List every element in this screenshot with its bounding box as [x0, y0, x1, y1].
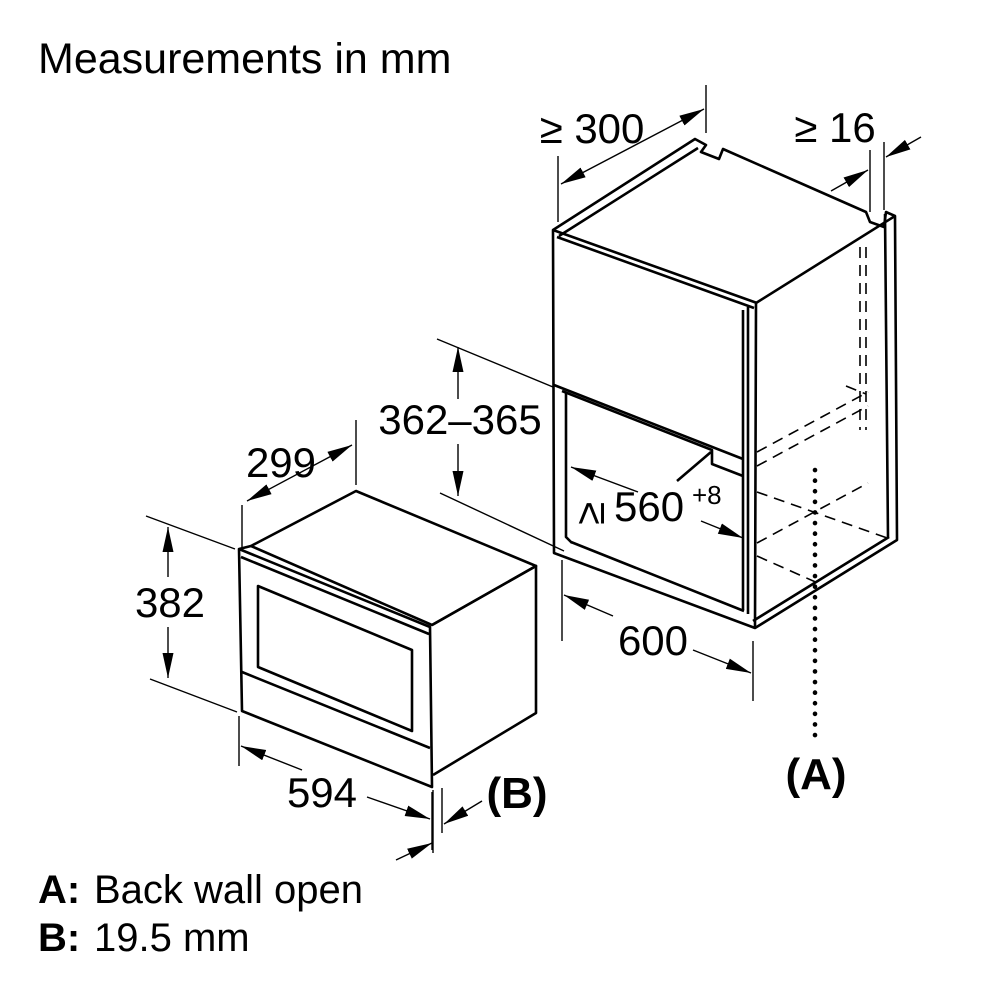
dim-label-appliance-height: 382	[135, 579, 205, 626]
dim-label-appliance-depth: 299	[246, 439, 316, 486]
dim-299-line	[246, 444, 353, 502]
niche-left-wall-and-floor	[564, 393, 890, 623]
dim-16-line-left	[830, 169, 869, 192]
appliance-body-top-face	[249, 489, 538, 627]
cabinet-front-panel-edge	[553, 383, 744, 461]
extension-lines	[145, 85, 885, 853]
dim-label-niche-width-tolerance: +8	[692, 480, 722, 510]
dim-label-niche-width: 560	[614, 483, 684, 530]
hidden-back-edges	[756, 247, 891, 585]
ref-label-a: (A)	[785, 750, 846, 799]
appliance-door-window	[256, 584, 414, 733]
dim-label-appliance-width: 594	[287, 769, 357, 816]
dim-600-line-right	[692, 649, 752, 674]
dim-594-line-left	[240, 745, 303, 771]
dim-600-line-left	[563, 594, 614, 617]
cabinet-drawing	[551, 137, 899, 740]
cabinet-front-right-edges	[741, 302, 758, 629]
legend-b-key: B:	[38, 916, 80, 960]
cabinet-top-face-edges	[552, 146, 896, 539]
appliance-front-frame	[237, 544, 434, 789]
dim-16-line-right	[885, 136, 922, 158]
legend-a-text: Back wall open	[94, 868, 363, 912]
ref-label-b: (B)	[486, 769, 547, 818]
legend-b-text: 19.5 mm	[94, 916, 250, 960]
dim-560-line-right	[700, 520, 744, 539]
legend-a-key: A:	[38, 868, 80, 912]
appliance-drawing	[237, 489, 538, 789]
dim-594-line-right	[366, 796, 431, 820]
dim-label-niche-width-symbol: ≥	[566, 502, 613, 525]
dim-B-line-right	[443, 800, 483, 825]
dimension-lines	[145, 85, 922, 861]
niche-ceiling-and-notch	[561, 389, 744, 482]
dim-label-niche-height: 362–365	[378, 396, 542, 443]
dim-560-line-left	[570, 466, 639, 493]
appliance-body-right-face	[431, 564, 538, 777]
appliance-door-groove	[241, 670, 431, 750]
dim-label-cabinet-width: 600	[618, 617, 688, 664]
diagram-title: Measurements in mm	[38, 35, 451, 83]
dim-label-rear-gap: ≥ 16	[794, 104, 875, 151]
dim-label-top-clearance: ≥ 300	[540, 105, 645, 152]
cabinet-outline	[551, 137, 899, 630]
dim-300-line	[560, 108, 705, 185]
dim-B-line-left	[395, 842, 433, 861]
